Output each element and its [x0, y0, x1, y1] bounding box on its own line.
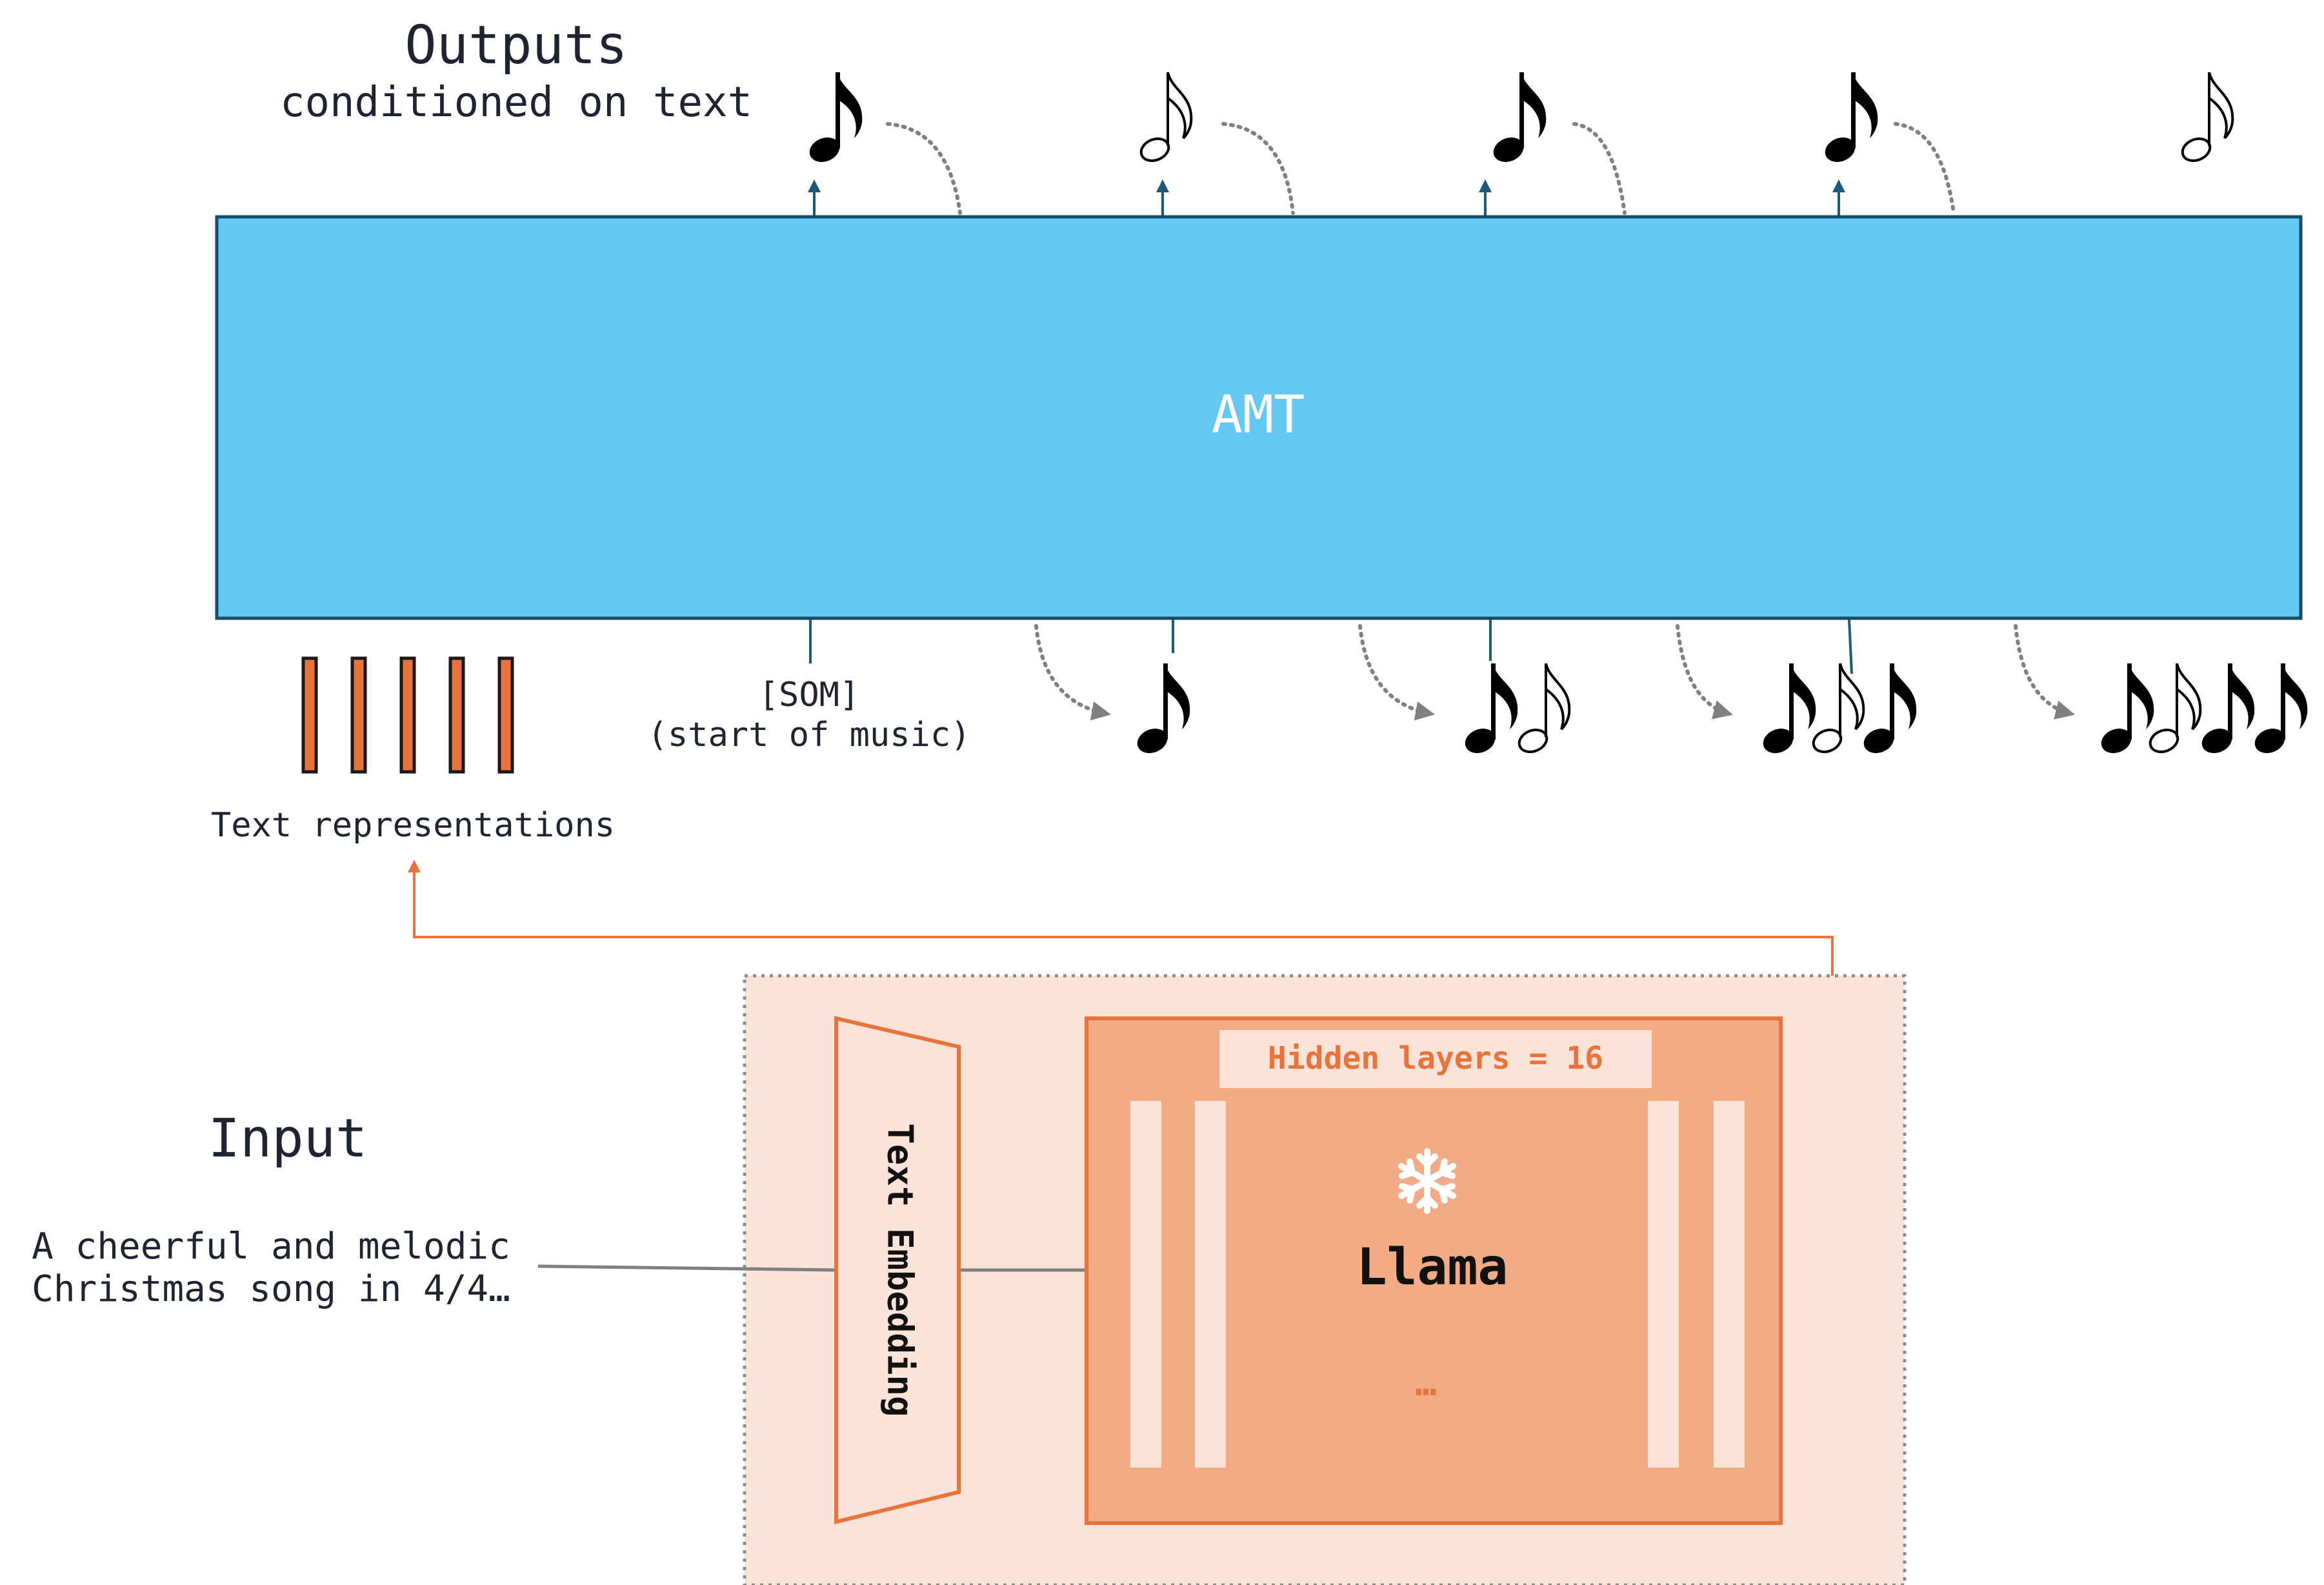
seq3-note-3-icon	[1860, 663, 1917, 758]
som-token: [SOM]	[759, 676, 860, 714]
feedback-bottom-1	[1034, 624, 1111, 721]
output-arrows	[808, 179, 1845, 216]
hidden-layer-bars	[1130, 1101, 1745, 1468]
output-note-5-icon	[2178, 71, 2234, 167]
feedback-bottom-dotted	[1034, 624, 2075, 721]
text-representations-label: Text representations	[211, 806, 615, 845]
amt-label: AMT	[1212, 385, 1305, 445]
hidden-layer-bar-3	[1648, 1101, 1679, 1468]
text-rep-bar-3	[399, 656, 416, 774]
text-rep-bar-2	[350, 656, 367, 774]
output-note-3-icon	[1490, 72, 1547, 167]
output-note-1-icon	[806, 72, 863, 167]
amt-block	[215, 215, 2303, 620]
hidden-layers-badge	[1219, 1030, 1652, 1088]
text-representation-bars	[301, 656, 514, 774]
text-rep-bar-4	[448, 656, 465, 774]
feedback-bottom-4	[2014, 624, 2075, 720]
output-notes	[806, 71, 2234, 167]
text-rep-bar-1	[301, 656, 318, 774]
input-sequence-3	[1759, 662, 1917, 758]
feedback-top-1	[886, 122, 962, 215]
seq4-note-2-icon	[2145, 662, 2202, 758]
output-note-4-icon	[1821, 72, 1878, 167]
seq3-note-1-icon	[1759, 663, 1816, 758]
seq4-note-1-icon	[2098, 663, 2154, 758]
seq4-note-4-icon	[2251, 663, 2308, 758]
input-to-embedding-line	[537, 1264, 837, 1272]
feedback-bottom-3	[1676, 624, 1733, 720]
feedback-top-4	[1894, 122, 1956, 215]
input-lines	[809, 619, 1853, 674]
hidden-layer-bar-1	[1130, 1101, 1161, 1468]
input-text-line-1: A cheerful and melodic	[32, 1226, 510, 1267]
output-note-2-icon	[1136, 71, 1193, 167]
seq2-note-1-icon	[1461, 663, 1518, 758]
hidden-layer-bar-2	[1195, 1101, 1226, 1468]
input-title: Input	[208, 1108, 368, 1169]
seq1-note-1-icon	[1134, 663, 1190, 758]
feedback-bottom-2	[1358, 624, 1435, 721]
snowflake-icon	[1398, 1148, 1456, 1214]
text-rep-bar-5	[497, 656, 514, 774]
seq2-note-2-icon	[1514, 662, 1571, 758]
llama-ellipsis: …	[1415, 1362, 1437, 1404]
text-embedding-label: Text Embedding	[879, 1123, 920, 1417]
input-line-3	[1848, 619, 1853, 674]
outputs-subtitle: conditioned on text	[280, 79, 752, 126]
feedback-top-3	[1572, 122, 1627, 215]
input-text-line-2: Christmas song in 4/4…	[32, 1268, 510, 1310]
text-embedding-block	[834, 1016, 961, 1524]
seq3-note-2-icon	[1808, 662, 1865, 758]
hidden-layers-label: Hidden layers = 16	[1268, 1040, 1603, 1076]
seq4-note-3-icon	[2198, 663, 2255, 758]
hidden-layer-bar-4	[1714, 1101, 1745, 1468]
outputs-title: Outputs	[405, 15, 628, 76]
input-sequence-1	[1134, 663, 1190, 758]
input-sequence-4	[2098, 662, 2308, 758]
llama-label: Llama	[1357, 1238, 1508, 1297]
feedback-top-dotted	[886, 122, 1956, 215]
feedback-top-2	[1221, 122, 1295, 215]
input-sequence-2	[1461, 662, 1571, 758]
som-description: (start of music)	[648, 716, 971, 754]
